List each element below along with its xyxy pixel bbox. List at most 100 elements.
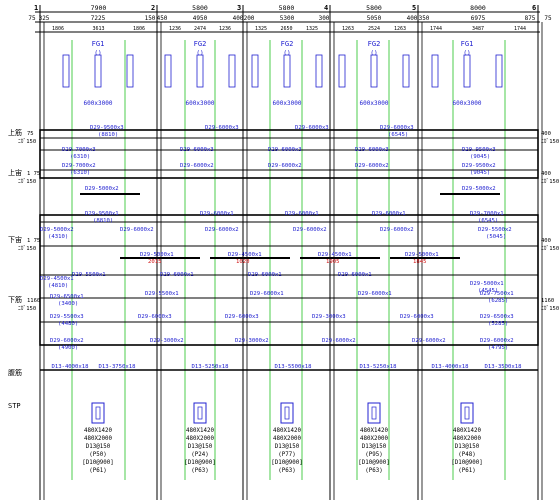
pile-text: 480X2000 — [360, 436, 388, 442]
pile-text: 480X1420 — [453, 428, 481, 434]
rebar-spec: D29-6000x3 — [205, 125, 239, 131]
row-label-cover: 75 — [27, 131, 34, 137]
pile-text: 480X1420 — [360, 428, 388, 434]
rebar-spec: D29-6000x1 — [250, 291, 284, 297]
rebar-spec: D29-6000x1 — [200, 211, 234, 217]
strip-dimension: 1325 — [255, 26, 267, 32]
footing-column — [164, 54, 172, 88]
rebar-spec: D29-6000x2 — [268, 163, 302, 169]
strip-dimension: 1236 — [169, 26, 181, 32]
rebar-spec: D29-6000x1 — [372, 211, 406, 217]
pile-text: [D10@900] — [271, 460, 302, 466]
footing-column — [431, 54, 439, 88]
footing: FG2()600x3000 — [338, 40, 410, 107]
rebar-label: D29-9500x3(8810) — [90, 125, 124, 138]
rebar-spec: D29-5500x1 — [72, 272, 106, 278]
pile-text: D13@150 — [86, 444, 111, 450]
web-rebar-label: D13-5250x18 — [191, 364, 229, 370]
pile-text: 480X1420 — [186, 428, 214, 434]
footing: FG2()600x3000 — [251, 40, 323, 107]
pile-text: (P77) — [278, 452, 295, 458]
lower-beam-box — [39, 214, 539, 346]
pile-text: [D10@900] — [184, 460, 215, 466]
rebar-label: D29-6500x3(5285) — [480, 314, 514, 327]
rebar-label: D29-7000x2(6310) — [62, 163, 96, 176]
rebar-spec: D29-6000x1 — [285, 211, 319, 217]
rebar-spec: D29-6000x3 — [138, 314, 172, 320]
pile-text: D13@150 — [188, 444, 213, 450]
rebar-length: (6310) — [70, 170, 90, 176]
row-label: STP — [8, 402, 21, 410]
rebar-length: 1845 — [413, 259, 426, 265]
rebar-label: D29-6000x2 — [205, 227, 239, 233]
rebar-length: (4810) — [48, 283, 68, 289]
row-label-main: 腹筋 — [8, 368, 22, 377]
axis-label: 4 — [324, 4, 328, 12]
frame — [35, 11, 540, 33]
sub-dimension: 75 — [28, 15, 36, 22]
rebar-label: D29-6000x3 — [205, 125, 239, 131]
footing-mark: () — [463, 50, 470, 57]
rebar-spec: D29-4500x1 — [40, 276, 74, 282]
strip-dimension: 1236 — [219, 26, 231, 32]
pile-text: (P95) — [365, 452, 382, 458]
pile: 480X1420480X2000D13@150(P95)[D10@900](P6… — [358, 402, 390, 474]
rebar-length: (9045) — [470, 170, 490, 176]
pile-text: (P48) — [458, 452, 475, 458]
footing-label: FG2 — [194, 40, 207, 48]
rebar-label: D29-6000x2(4795) — [480, 338, 514, 351]
rebar-spec: D29-9500x3 — [90, 125, 124, 131]
strip-dimension: 3613 — [92, 26, 104, 32]
pile-text: 480X2000 — [273, 436, 301, 442]
strip-dimension: 1744 — [514, 26, 526, 32]
sub-dimension: 875 — [525, 15, 536, 22]
footing-column — [228, 54, 236, 88]
rebar-length: (5285) — [488, 321, 508, 327]
rebar-label: D29-6000x3 — [138, 314, 172, 320]
rebar-spec: D29-6000x1 — [160, 272, 194, 278]
pile-text: [D10@900] — [451, 460, 482, 466]
rebar-spec: D29-6000x2 — [50, 338, 84, 344]
row-label-main: 下筋 — [8, 295, 22, 304]
rebar-spec: D29-6000x1 — [358, 291, 392, 297]
rebar-spec: D29-5500x2 — [478, 227, 512, 233]
rebar-spec: D29-6000x2 — [322, 338, 356, 344]
rebar-length: (6285) — [488, 298, 508, 304]
rebar-spec: D29-7000x2 — [62, 163, 96, 169]
rebar-spec: D29-7500x1 — [480, 291, 514, 297]
rebar-label: D29-6000x2 — [355, 163, 389, 169]
footing-label: FG1 — [92, 40, 105, 48]
row-label: 腹筋 — [8, 368, 22, 377]
rebar-label: D29-6000x1 — [285, 211, 319, 217]
rebar-label: D29-3000x2 — [150, 338, 184, 344]
rebar-spec: D29-6000x3 — [380, 125, 414, 131]
pile-text: (P61) — [458, 468, 475, 474]
rebar-label: D29-6000x2 — [268, 163, 302, 169]
rebar-length: (3400) — [58, 301, 78, 307]
pile: 480X1420480X2000D13@150(P24)[D10@900](P6… — [184, 402, 216, 474]
rebar-label: D29-6000x2 — [380, 227, 414, 233]
footing-mark: () — [283, 50, 290, 57]
web-rebar-label: D13-4000x18 — [51, 364, 89, 370]
footing-mark: () — [196, 50, 203, 57]
pile-core — [197, 406, 203, 420]
rebar-length: (4480) — [58, 321, 78, 327]
right-cover-label: ﾆｶﾞ150 — [541, 178, 559, 185]
sub-dimension: 450 — [157, 15, 168, 22]
strip-dimension: 1744 — [430, 26, 442, 32]
web-rebar-label: D13-5250x18 — [359, 364, 397, 370]
strip-dimension: 1263 — [342, 26, 354, 32]
footings: FG1()600x3000FG2()600x3000FG2()600x3000F… — [62, 40, 503, 107]
pile-core — [464, 406, 470, 420]
rebar-spec: D29-6000x3 — [180, 147, 214, 153]
rebar-spec: D29-5000x2 — [462, 186, 496, 192]
pile-box — [193, 402, 207, 424]
footing-column — [62, 54, 70, 88]
pile-text: [D10@900] — [358, 460, 389, 466]
web-rebar-label: D13-3750x18 — [98, 364, 136, 370]
rebar-length: (9045) — [470, 154, 490, 160]
pile-text: 480X2000 — [186, 436, 214, 442]
rebar-spec: D29-5500x3 — [50, 314, 84, 320]
